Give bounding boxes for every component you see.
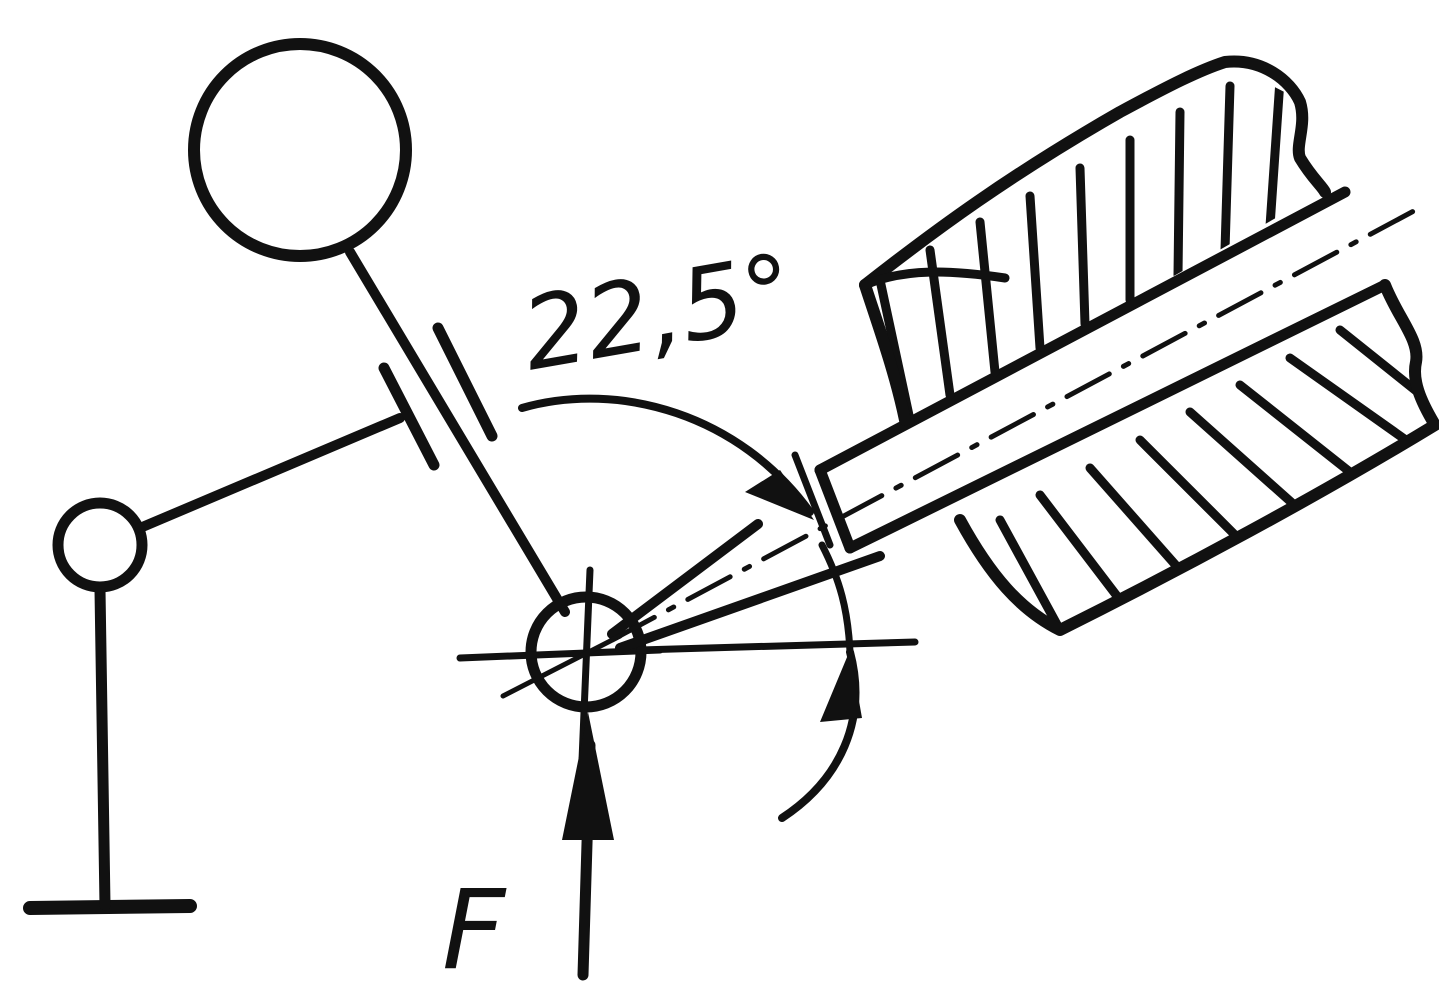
- upper-housing-section: [859, 55, 1331, 426]
- hub-crosshair-vertical: [578, 566, 594, 764]
- needle-upper-edge: [607, 519, 763, 639]
- hub-crosshair-diagonal: [500, 633, 623, 699]
- upper-housing-outline: [859, 55, 1331, 291]
- hub-joint: [456, 566, 664, 764]
- upper-housing-left-edge: [859, 279, 911, 426]
- force-arrow: [562, 712, 614, 981]
- bore-end-edge: [814, 464, 856, 554]
- angle-label: 22,5°: [514, 231, 803, 394]
- angle-arrowhead-lower: [820, 650, 862, 722]
- upper-housing-inner-step: [860, 267, 1010, 290]
- centerline: [609, 202, 1428, 643]
- angle-tick: [791, 451, 834, 549]
- force-label: F: [442, 866, 507, 983]
- lower-housing-section: [954, 279, 1439, 636]
- support-post: [94, 584, 111, 911]
- ground-support: [23, 584, 197, 915]
- fixed-pivot-joint: [52, 497, 148, 593]
- angle-dimension: [518, 394, 862, 822]
- slider-guide-left: [378, 362, 440, 471]
- lower-housing-outline: [954, 279, 1439, 636]
- hub-crosshair-horizontal: [456, 646, 664, 662]
- angle-arc-extension: [818, 541, 854, 656]
- angle-arrowhead-upper: [745, 470, 814, 520]
- horizontal-reference-line: [636, 638, 919, 654]
- connecting-link: [135, 413, 405, 533]
- force-arrowhead: [562, 712, 614, 840]
- bore-lower-edge: [844, 279, 1391, 554]
- lower-hatching: [995, 325, 1435, 630]
- pendulum-weight: [188, 38, 412, 262]
- pendulum-rod: [345, 247, 570, 617]
- slider-guide-right: [432, 322, 498, 442]
